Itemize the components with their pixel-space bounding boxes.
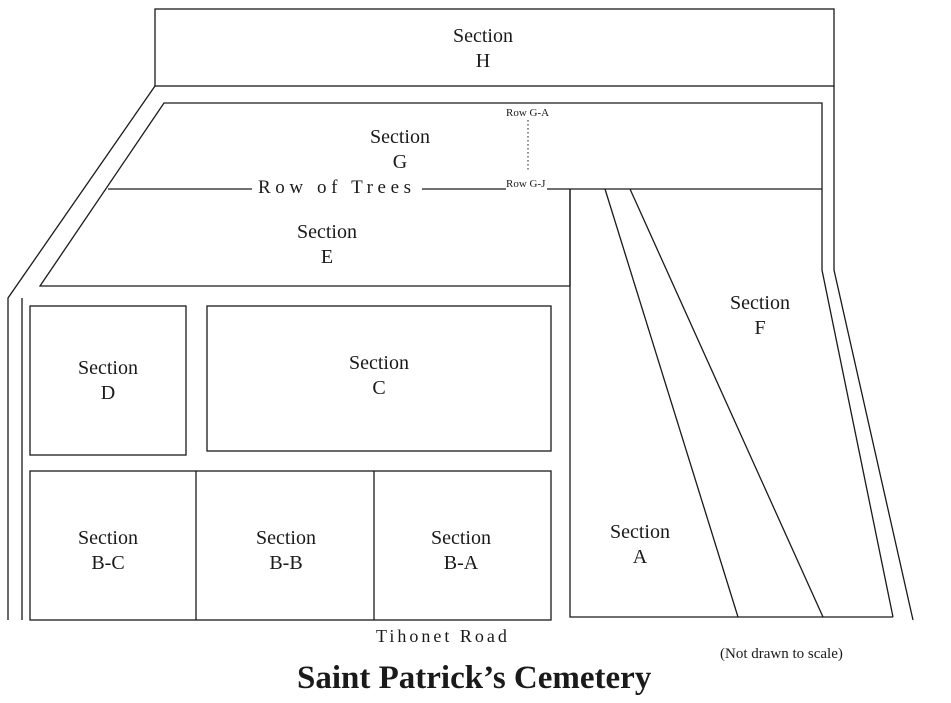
section-bc-letter: B-C (91, 552, 125, 574)
section-g-letter: G (392, 151, 408, 173)
section-bb-letter: B-B (269, 552, 303, 574)
section-f-letter: F (754, 317, 766, 339)
section-h-word: Section (453, 25, 513, 47)
map-title: Saint Patrick’s Cemetery (297, 660, 652, 696)
section-c-word: Section (349, 352, 409, 374)
section-c-label: Section C (349, 351, 409, 401)
section-e-letter: E (320, 246, 334, 268)
section-h-label: Section H (453, 24, 513, 74)
section-a-label: Section A (610, 520, 670, 570)
section-a-word: Section (610, 521, 670, 543)
section-bc-label: Section B-C (78, 526, 138, 576)
scale-note: (Not drawn to scale) (720, 646, 843, 662)
section-e-label: Section E (297, 220, 357, 270)
row-of-trees-label: Row of Trees (252, 177, 422, 199)
section-h-letter: H (475, 50, 491, 72)
section-f-label: Section F (730, 291, 790, 341)
path-strip-left (604, 188, 739, 618)
section-bb-word: Section (256, 527, 316, 549)
outer-boundary-right (833, 86, 914, 621)
section-ba-label: Section B-A (431, 526, 491, 576)
path-strip-right (629, 188, 824, 618)
section-g-label: Section G (370, 125, 430, 175)
section-bb-label: Section B-B (256, 526, 316, 576)
outer-boundary-left (7, 85, 156, 620)
section-ba-word: Section (431, 527, 491, 549)
section-d-letter: D (100, 382, 116, 404)
section-d-word: Section (78, 357, 138, 379)
section-f-word: Section (730, 292, 790, 314)
section-bc-word: Section (78, 527, 138, 549)
section-a-bottom (569, 189, 893, 618)
section-g-word: Section (370, 126, 430, 148)
section-d-label: Section D (78, 356, 138, 406)
section-d-plot (29, 305, 187, 456)
road-label: Tihonet Road (376, 626, 510, 646)
row-marker-bottom: Row G-J (506, 178, 548, 190)
row-marker-top: Row G-A (506, 107, 550, 119)
section-a-letter: A (632, 546, 648, 568)
section-h-plot (154, 8, 835, 87)
section-ba-letter: B-A (443, 552, 479, 574)
section-c-letter: C (372, 377, 386, 399)
section-ge-boundary (38, 102, 894, 618)
section-e-word: Section (297, 221, 357, 243)
section-c-plot (206, 305, 552, 452)
section-b-row (29, 470, 552, 621)
